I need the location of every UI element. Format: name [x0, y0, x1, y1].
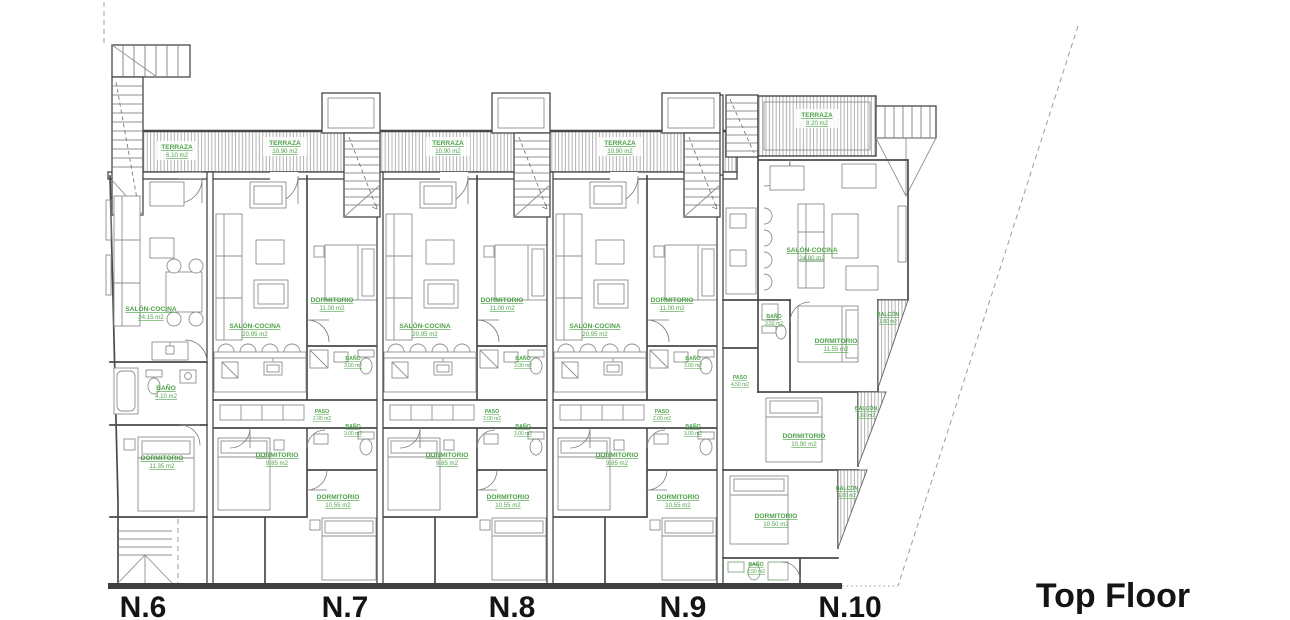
- room-label-paso-n9: PASO: [655, 409, 669, 415]
- room-area-bano2-n9: 3.00 m2: [684, 431, 702, 437]
- unit-label-n7: N.7: [322, 591, 369, 620]
- room-area-dorm2-n9: 9.85 m2: [606, 460, 629, 467]
- room-area-terraza-n6: 6.10 m2: [166, 152, 189, 159]
- unit-n8: [379, 171, 551, 586]
- room-area-salon-n7: 20.95 m2: [242, 331, 268, 338]
- room-label-dorm2-n7: DORMITORIO: [256, 452, 299, 459]
- room-label-balcon2-n10: BALCÓN: [855, 404, 877, 412]
- room-label-dorm3-n9: DORMITORIO: [657, 494, 700, 501]
- room-area-terraza-n7: 10.90 m2: [272, 148, 298, 155]
- room-label-dorm1-n7: DORMITORIO: [311, 297, 354, 304]
- room-area-balcon1-n10: 1.60 m2: [879, 319, 897, 325]
- room-area-bano1-n8: 3.00 m2: [514, 363, 532, 369]
- room-area-bano1-n10: 3.50 m2: [765, 321, 783, 327]
- room-label-paso-n8: PASO: [485, 409, 499, 415]
- room-label-dorm2-n9: DORMITORIO: [596, 452, 639, 459]
- room-label-dorm3-n8: DORMITORIO: [487, 494, 530, 501]
- floor-title: Top Floor: [1036, 577, 1190, 615]
- room-area-bano1-n9: 3.00 m2: [684, 363, 702, 369]
- room-label-salon-n10: SALÓN-COCINA: [786, 245, 838, 254]
- room-label-balcon3-n10: BALCÓN: [836, 484, 858, 492]
- unit-n7: [209, 171, 381, 586]
- room-area-dorm1-n8: 11.00 m2: [490, 305, 516, 312]
- room-area-bano2-n10: 2.50 m2: [747, 569, 765, 575]
- room-label-bano1-n9: BAÑO: [685, 355, 700, 362]
- room-label-salon-n9: SALÓN-COCINA: [569, 321, 621, 330]
- room-area-terraza-n8: 10.90 m2: [435, 148, 461, 155]
- room-label-terraza-n8: TERRAZA: [432, 140, 464, 147]
- room-label-dorm1-n10: DORMITORIO: [815, 338, 858, 345]
- room-area-salon-n6: 24.15 m2: [138, 314, 164, 321]
- room-label-bano2-n7: BAÑO: [345, 423, 360, 430]
- room-area-dorm1-n9: 11.00 m2: [660, 305, 686, 312]
- room-area-dorm1-n10: 11.55 m2: [824, 346, 850, 353]
- room-label-bano1-n7: BAÑO: [345, 355, 360, 362]
- room-area-dorm3-n7: 10.55 m2: [325, 502, 351, 509]
- room-label-dorm1-n9: DORMITORIO: [651, 297, 694, 304]
- room-area-dorm1-n6: 11.35 m2: [150, 463, 176, 470]
- room-label-balcon1-n10: BALCÓN: [877, 310, 899, 318]
- room-area-salon-n10: 24.80 m2: [799, 255, 825, 262]
- room-area-dorm3-n9: 10.55 m2: [665, 502, 691, 509]
- room-area-dorm2-n8: 9.85 m2: [436, 460, 459, 467]
- room-label-bano1-n10: BAÑO: [766, 313, 781, 320]
- site-boundary: [103, 2, 1079, 587]
- room-area-dorm3-n8: 10.55 m2: [495, 502, 521, 509]
- room-area-dorm2-n7: 9.85 m2: [266, 460, 289, 467]
- unit-label-n8: N.8: [489, 591, 536, 620]
- room-label-terraza-n10: TERRAZA: [801, 112, 833, 119]
- unit-n10: [722, 94, 937, 589]
- unit-label-n6: N.6: [120, 591, 167, 620]
- room-label-terraza-n9: TERRAZA: [604, 140, 636, 147]
- room-label-dorm2-n10: DORMITORIO: [783, 433, 826, 440]
- room-label-paso-n10: PASO: [733, 375, 747, 381]
- room-area-paso-n8: 2.00 m2: [483, 416, 501, 422]
- room-label-terraza-n7: TERRAZA: [269, 140, 301, 147]
- room-area-bano1-n7: 3.00 m2: [344, 363, 362, 369]
- baseline-wall: [108, 583, 842, 589]
- room-labels: TERRAZA 6.10 m2 TERRAZA 10.90 m2 TERRAZA…: [125, 109, 899, 575]
- room-area-terraza-n9: 10.90 m2: [607, 148, 633, 155]
- room-label-terraza-n6: TERRAZA: [161, 144, 193, 151]
- room-label-bano2-n10: BAÑO: [748, 561, 763, 568]
- unit-n9: [549, 171, 721, 586]
- room-label-dorm1-n8: DORMITORIO: [481, 297, 524, 304]
- room-label-bano1-n8: BAÑO: [515, 355, 530, 362]
- room-label-salon-n7: SALÓN-COCINA: [229, 321, 281, 330]
- room-area-paso-n9: 2.00 m2: [653, 416, 671, 422]
- room-area-dorm3-n10: 10.50 m2: [763, 521, 789, 528]
- room-label-dorm2-n8: DORMITORIO: [426, 452, 469, 459]
- room-label-bano2-n8: BAÑO: [515, 423, 530, 430]
- room-area-bano2-n8: 3.00 m2: [514, 431, 532, 437]
- room-area-salon-n8: 20.95 m2: [412, 331, 438, 338]
- room-area-balcon2-n10: 1.60 m2: [857, 413, 875, 419]
- room-area-terraza-n10: 8.20 m2: [806, 120, 829, 127]
- room-label-bano-n6: BAÑO: [156, 383, 175, 392]
- unit-n6: [105, 172, 208, 584]
- room-area-balcon3-n10: 1.60 m2: [838, 493, 856, 499]
- unit-label-n10: N.10: [818, 591, 881, 620]
- room-label-dorm1-n6: DORMITORIO: [141, 455, 184, 462]
- room-area-dorm1-n7: 11.00 m2: [320, 305, 346, 312]
- room-area-paso-n10: 4.50 m2: [731, 382, 749, 388]
- room-label-dorm3-n10: DORMITORIO: [755, 513, 798, 520]
- unit-names: N.6 N.7 N.8 N.9 N.10: [120, 591, 882, 620]
- room-label-salon-n6: SALÓN-COCINA: [125, 304, 177, 313]
- room-label-bano2-n9: BAÑO: [685, 423, 700, 430]
- room-area-bano-n6: 4.10 m2: [155, 393, 178, 400]
- unit-label-n9: N.9: [660, 591, 707, 620]
- room-label-salon-n8: SALÓN-COCINA: [399, 321, 451, 330]
- room-area-paso-n7: 2.00 m2: [313, 416, 331, 422]
- room-area-bano2-n7: 3.00 m2: [344, 431, 362, 437]
- front-wall: [107, 171, 738, 180]
- room-area-salon-n9: 20.95 m2: [582, 331, 608, 338]
- room-area-dorm2-n10: 10.90 m2: [791, 441, 817, 448]
- room-label-dorm3-n7: DORMITORIO: [317, 494, 360, 501]
- room-label-paso-n7: PASO: [315, 409, 329, 415]
